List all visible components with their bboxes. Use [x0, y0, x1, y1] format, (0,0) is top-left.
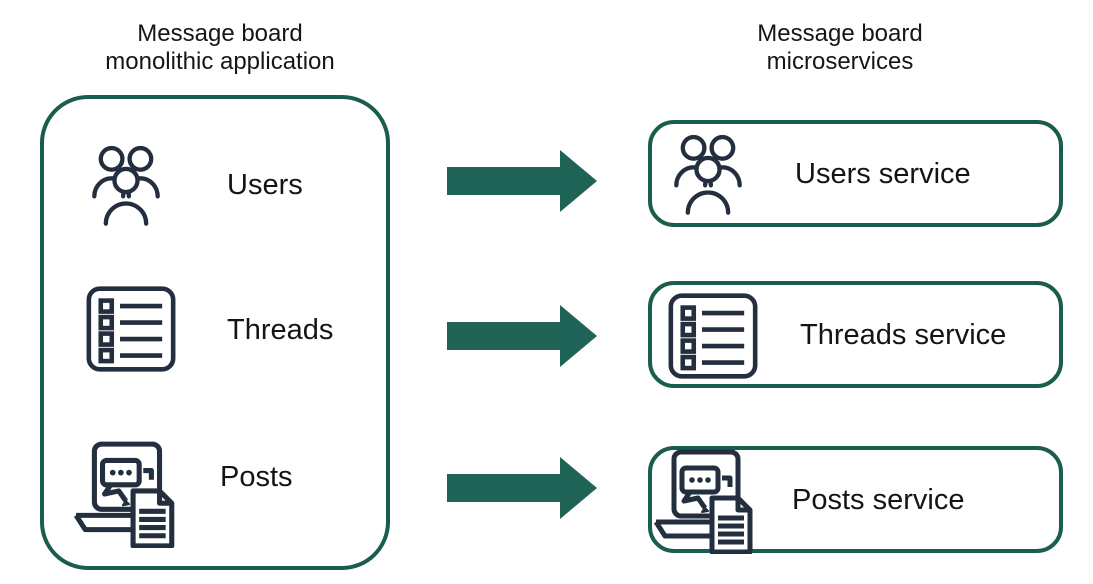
posts-service-label: Posts service: [792, 484, 965, 516]
arrow-right-icon: [447, 150, 597, 212]
threads-service-label: Threads service: [800, 319, 1007, 351]
users-service-label: Users service: [795, 158, 971, 190]
monolith-container-box: [40, 95, 390, 570]
threads-service-box: [648, 281, 1063, 388]
monolith-item-users-label: Users: [227, 169, 303, 201]
microservices-title: Message board microservices: [757, 20, 923, 75]
monolith-item-posts-label: Posts: [220, 461, 293, 493]
threads-icon: [667, 292, 759, 380]
threads-icon: [85, 285, 177, 373]
posts-icon: [652, 448, 764, 554]
monolith-title: Message board monolithic application: [105, 20, 335, 75]
monolith-item-threads-label: Threads: [227, 314, 334, 346]
posts-icon: [72, 440, 186, 548]
arrow-right-icon: [447, 457, 597, 519]
arrow-right-icon: [447, 305, 597, 367]
users-icon: [90, 143, 162, 228]
users-icon: [672, 132, 744, 217]
